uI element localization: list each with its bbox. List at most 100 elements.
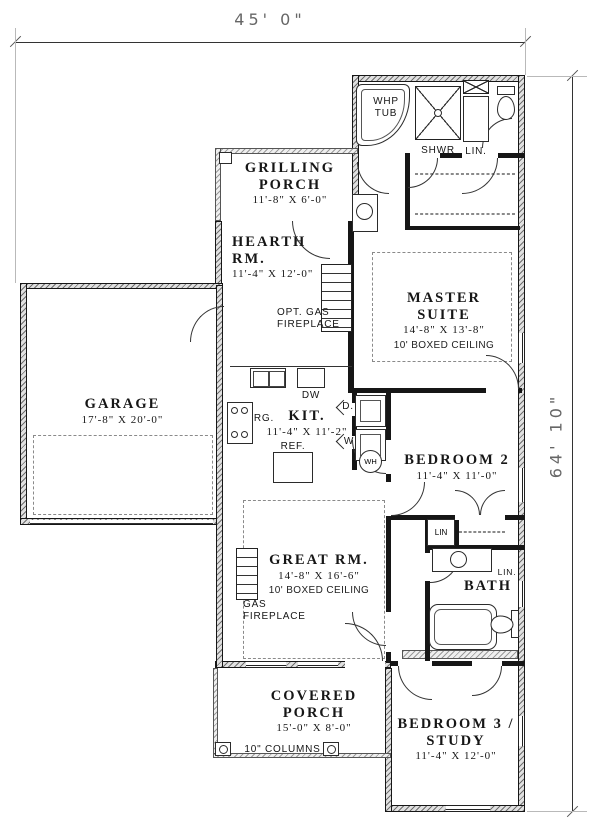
room-name-bath: BATH [463,578,513,594]
exterior-wall-east [518,75,525,812]
closet-door-arc-left [455,490,480,515]
room-hearth: HEARTH RM. 11'-4" X 12'-0" [232,234,348,283]
bedroom3-wall-north [390,661,525,666]
room-kitchen: KIT. 11'-4" X 11'-2" [256,408,358,440]
room-bath: BATH [450,578,526,595]
room-ceiling-master: 10' BOXED CEILING [393,339,495,351]
exterior-wall-hearth-west [215,221,222,289]
door-gap [386,482,391,516]
grilling-porch-edge-north [215,148,358,154]
closet-rod-line [415,213,515,215]
garage-wall-west [20,283,27,525]
door-gap [410,153,440,158]
door-arc-bedroom3 [398,666,432,700]
kitchen-sink [250,368,286,388]
room-bedroom3: BEDROOM 3 / STUDY 11'-4" X 12'-0" [390,716,522,765]
closet-door-arc-right [480,490,505,515]
extension-line [15,28,16,283]
room-covered-porch: COVERED PORCH 15'-0" X 8'-0" [240,688,388,737]
dishwasher-label: DW [301,390,321,401]
top-dimension-line [15,42,525,43]
kitchen-counter-edge [230,366,352,367]
master-bedroom2-wall [352,388,522,393]
overall-depth-dimension: 64' 10" [546,392,566,479]
closet-divider-wall [455,520,459,545]
dishwasher [297,368,325,388]
closet-rod-line [459,531,505,533]
room-ceiling-great: 10' BOXED CEILING [268,585,370,597]
window-bedroom3-south [446,805,490,812]
room-size-master: 14'-8" X 13'-8" [403,324,485,337]
master-boxed-ceiling-outline [372,252,512,362]
door-gap [352,403,357,416]
covered-porch-edge-south [213,753,391,758]
room-name-bedroom2: BEDROOM 2 [404,452,510,468]
door-gap [472,661,502,666]
garage-door-opening [30,520,213,524]
toilet-tank [497,86,515,95]
room-size-covered-porch: 15'-0" X 8'-0" [276,722,352,735]
room-bedroom2: BEDROOM 2 11'-4" X 11'-0" [392,452,522,484]
room-size-bedroom2: 11'-4" X 11'-0" [416,469,498,482]
room-name-grilling-porch: GRILLING PORCH [244,160,336,193]
linen-hall-label: LIN [434,528,448,537]
porch-column-right [323,742,339,756]
door-gap [425,553,430,581]
extension-line [527,811,587,812]
door-gap [462,153,498,158]
linen-shelf-band [402,650,518,659]
toilet-bowl [497,96,515,120]
door-arc-master-closet [408,158,438,188]
columns-label: 10" COLUMNS [244,744,321,755]
window-master [518,333,525,363]
garage-door-clearance-outline [33,435,213,515]
refrigerator [273,452,313,483]
hearth-fireplace [321,264,352,332]
linen-top-label: LIN. [465,146,487,157]
range [227,402,253,444]
grilling-porch-edge-west [215,148,221,221]
range-label: RG. [253,413,275,424]
whirlpool-tub-label: WHP TUB [373,96,399,119]
right-dimension-line [572,76,573,812]
room-size-bedroom3: 11'-4" X 12'-0" [415,750,497,763]
overall-width-dimension: 45' 0" [234,10,306,29]
room-garage: GARAGE 17'-8" X 20'-0" [50,396,195,428]
bath-wall-north [429,545,525,550]
room-grilling-porch: GRILLING PORCH 11'-8" X 6'-0" [225,160,355,209]
master-vanity-sink [356,203,373,220]
dryer-label: D. [342,401,354,412]
bath-sink [450,551,467,568]
dryer [355,395,386,427]
greatroom-fireplace [236,548,258,600]
exterior-wall-bedroom3-west [385,668,392,812]
linen-closet-top [463,96,489,142]
room-size-kitchen: 11'-4" X 11'-2" [266,425,348,438]
porch-post [219,152,232,164]
room-size-hearth: 11'-4" X 12'-0" [232,268,314,281]
room-size-garage: 17'-8" X 20'-0" [81,413,164,426]
washer-label: W [343,436,355,447]
extension-line [527,76,587,77]
room-name-great: GREAT RM. [269,552,369,568]
room-size-great: 14'-8" X 16'-6" [278,569,360,582]
shower-drain [434,109,442,117]
shower-label: SHWR [421,145,455,156]
door-gap [386,440,391,474]
room-name-garage: GARAGE [84,396,161,412]
exterior-wall-west-mid [216,285,223,668]
door-arc-porch-hall [357,162,389,194]
room-name-master: MASTER SUITE [406,290,482,323]
porch-column-left [215,742,231,756]
window-greatroom-1 [246,661,286,668]
bath-wall-west [425,545,430,661]
room-great: GREAT RM. 14'-8" X 16'-6" 10' BOXED CEIL… [250,552,388,597]
door-arc-garage [190,306,224,342]
room-name-covered-porch: COVERED PORCH [270,688,358,721]
window-bath [518,581,525,607]
door-gap [345,661,385,668]
utility-wall-west [352,393,357,470]
linen-bath-label: LIN. [497,567,517,577]
room-size-grilling-porch: 11'-8" X 6'-0" [252,194,328,207]
